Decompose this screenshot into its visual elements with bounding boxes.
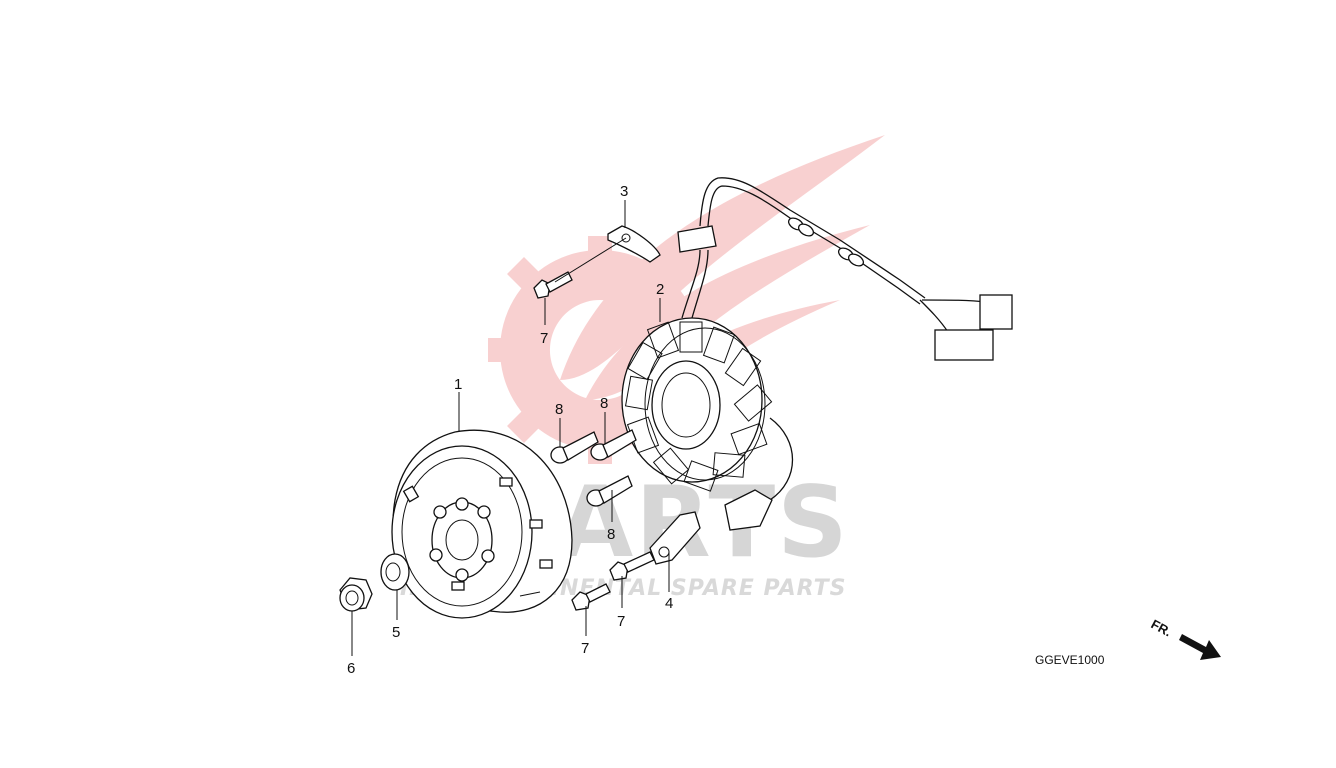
stator-part bbox=[621, 177, 1013, 531]
bolt-8-lower bbox=[586, 475, 633, 507]
callout-3: 3 bbox=[620, 183, 628, 200]
front-label: FR. bbox=[1149, 616, 1175, 639]
callout-8-left: 8 bbox=[555, 401, 563, 418]
arrow-right-icon bbox=[1179, 634, 1221, 660]
washer-part bbox=[380, 553, 410, 591]
callout-7-upper: 7 bbox=[540, 330, 548, 347]
bolt-7-lower-left bbox=[571, 583, 611, 611]
callout-2: 2 bbox=[656, 281, 664, 298]
front-direction-indicator: FR. bbox=[1149, 616, 1221, 660]
diagram-code: GGEVE1000 bbox=[1035, 653, 1105, 667]
callout-4: 4 bbox=[665, 595, 673, 612]
cable-clamp-part bbox=[607, 225, 661, 263]
callout-7-lower-right: 7 bbox=[617, 613, 625, 630]
callout-8-lower: 8 bbox=[607, 526, 615, 543]
callout-5: 5 bbox=[392, 624, 400, 641]
callout-7-lower-left: 7 bbox=[581, 640, 589, 657]
callout-8-right: 8 bbox=[600, 395, 608, 412]
bolt-7-upper bbox=[533, 271, 573, 299]
flywheel-part bbox=[391, 429, 573, 619]
callout-6: 6 bbox=[347, 660, 355, 677]
bolt-8-left bbox=[550, 431, 599, 464]
leader-lines bbox=[351, 200, 670, 656]
flange-nut-part bbox=[339, 577, 373, 612]
bolt-8-right bbox=[590, 429, 637, 461]
callout-1: 1 bbox=[454, 376, 462, 393]
bolt-7-lower-right bbox=[609, 551, 655, 581]
